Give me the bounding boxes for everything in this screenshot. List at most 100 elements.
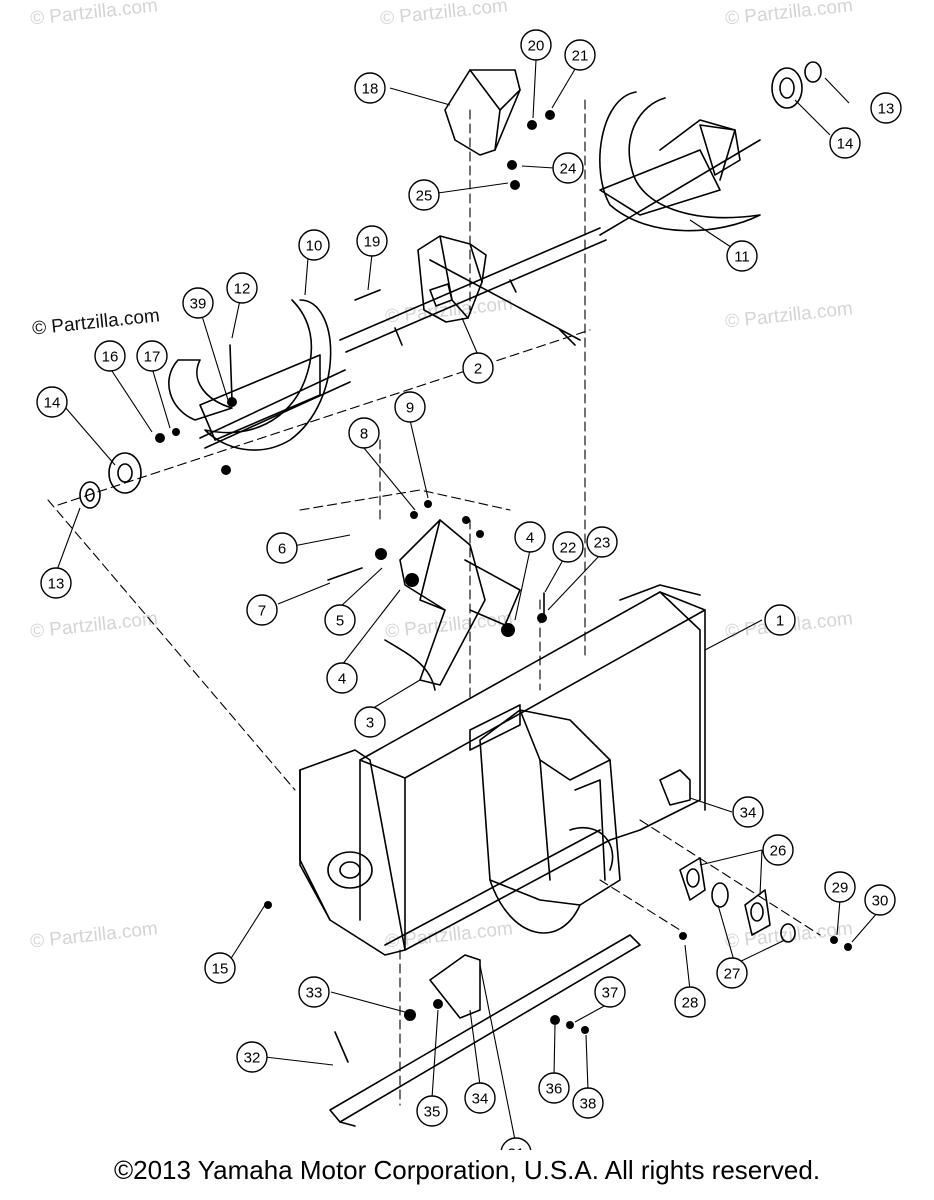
callout-label: 32 <box>244 1050 261 1067</box>
callout-31: 31 <box>500 1137 532 1150</box>
callout-circle <box>324 604 356 636</box>
side-bracket <box>659 769 691 806</box>
callout-14: 14 <box>829 127 861 159</box>
callout-label: 1 <box>776 613 784 630</box>
callout-label: 34 <box>740 805 757 822</box>
callout-17: 17 <box>136 340 168 372</box>
callout-label: 36 <box>546 1081 563 1098</box>
callout-label: 18 <box>362 81 379 98</box>
callout-label: 38 <box>580 1096 597 1113</box>
callout-label: 27 <box>724 966 741 983</box>
callout-leader-lines <box>56 59 879 1141</box>
callout-10: 10 <box>298 229 330 261</box>
callout-label: 8 <box>360 426 368 443</box>
callout-circle <box>354 72 386 104</box>
callout-circle <box>94 340 126 372</box>
callout-circle <box>236 1041 268 1073</box>
callout-circle <box>298 229 330 261</box>
callout-circle <box>870 92 902 124</box>
gear-case <box>417 235 487 323</box>
side-bearing-hub <box>327 851 373 889</box>
callout-label: 13 <box>48 576 65 593</box>
callout-circle <box>726 240 758 272</box>
callout-23: 23 <box>586 526 618 558</box>
callout-label: 10 <box>306 238 323 255</box>
callout-circle <box>226 272 258 304</box>
callout-circle <box>40 567 72 599</box>
callout-label: 9 <box>406 400 414 417</box>
callout-circle <box>394 391 426 423</box>
callout-12: 12 <box>226 272 258 304</box>
callout-label: 28 <box>682 995 699 1012</box>
callout-circle <box>586 526 618 558</box>
callout-label: 15 <box>212 961 229 978</box>
callout-circle <box>408 179 440 211</box>
callout-label: 26 <box>770 843 787 860</box>
callout-circle <box>204 952 236 984</box>
callout-circle <box>246 594 278 626</box>
callout-16: 16 <box>94 340 126 372</box>
callout-label: 21 <box>572 48 589 65</box>
callout-label: 19 <box>364 234 381 251</box>
callout-1: 1 <box>764 604 796 636</box>
callout-circle <box>182 287 214 319</box>
callout-3: 3 <box>354 706 386 738</box>
bearing-bracket <box>444 69 521 156</box>
callout-label: 34 <box>472 1091 489 1108</box>
callout-29: 29 <box>824 871 856 903</box>
callout-22: 22 <box>552 531 584 563</box>
callout-label: 33 <box>306 985 323 1002</box>
impeller-chute-opening <box>469 704 621 934</box>
callout-14: 14 <box>36 386 68 418</box>
callout-4: 4 <box>326 662 358 694</box>
callout-circle <box>416 1095 448 1127</box>
callout-circle <box>762 834 794 866</box>
callout-33: 33 <box>298 976 330 1008</box>
callout-circle <box>732 796 764 828</box>
callout-label: 30 <box>872 893 889 910</box>
callout-circle <box>514 521 546 553</box>
bolts <box>229 289 545 1063</box>
callout-2: 2 <box>462 352 494 384</box>
callout-circle <box>266 532 298 564</box>
callout-label: 11 <box>734 249 750 266</box>
auger-shaft <box>199 139 761 449</box>
callout-circle <box>864 884 896 916</box>
callout-label: 20 <box>528 38 545 55</box>
callout-circle <box>564 39 596 71</box>
callout-5: 5 <box>324 604 356 636</box>
skid-plate <box>429 954 481 1019</box>
callout-label: 22 <box>560 540 577 557</box>
auger-housing <box>299 584 706 956</box>
bearing-flange-left <box>79 452 142 509</box>
bearing-flange-26 <box>679 857 796 943</box>
callout-circle <box>354 706 386 738</box>
callout-label: 3 <box>366 715 374 732</box>
callout-label: 35 <box>424 1104 441 1121</box>
callout-circle <box>674 986 706 1018</box>
callout-label: 4 <box>338 671 346 688</box>
callout-circle <box>716 957 748 989</box>
callout-circle <box>356 225 388 257</box>
callout-7: 7 <box>246 594 278 626</box>
callout-circle <box>500 1137 532 1150</box>
callout-8: 8 <box>348 417 380 449</box>
callout-36: 36 <box>538 1072 570 1104</box>
exploded-parts-diagram: 1234456789101112131314141516171819202122… <box>36 29 902 1150</box>
callout-circle <box>824 871 856 903</box>
copyright-footer: ©2013 Yamaha Motor Corporation, U.S.A. A… <box>113 1155 821 1185</box>
callout-39: 39 <box>182 287 214 319</box>
callout-circle <box>462 352 494 384</box>
right-auger-flight <box>599 91 761 232</box>
callout-label: 5 <box>336 613 344 630</box>
callout-32: 32 <box>236 1041 268 1073</box>
callout-38: 38 <box>572 1087 604 1119</box>
callout-30: 30 <box>864 884 896 916</box>
callout-label: 12 <box>234 281 251 298</box>
callout-circle <box>520 29 552 61</box>
callout-19: 19 <box>356 225 388 257</box>
callout-26: 26 <box>762 834 794 866</box>
callout-13: 13 <box>870 92 902 124</box>
callout-9: 9 <box>394 391 426 423</box>
callout-6: 6 <box>266 532 298 564</box>
